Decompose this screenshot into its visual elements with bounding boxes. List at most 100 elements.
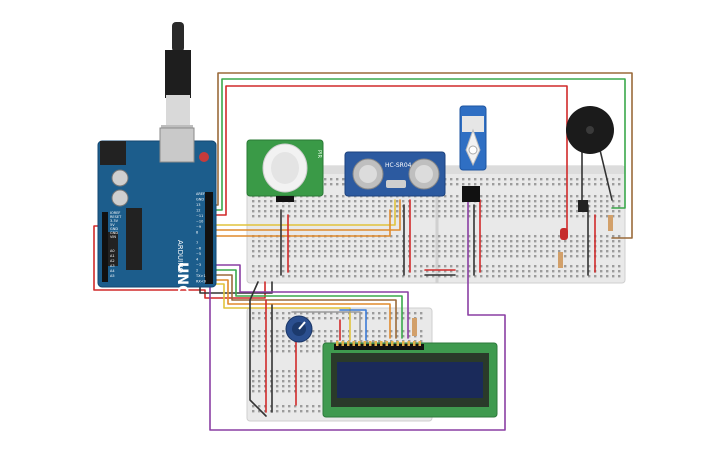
breadboard-hole [492, 183, 495, 186]
breadboard-hole [318, 345, 321, 348]
breadboard-hole [342, 215, 345, 218]
breadboard-hole [306, 405, 309, 408]
breadboard-hole [330, 312, 333, 315]
breadboard-hole [264, 270, 267, 273]
breadboard-hole [498, 245, 501, 248]
breadboard-hole [438, 275, 441, 278]
breadboard-hole [342, 245, 345, 248]
breadboard-hole [474, 178, 477, 181]
breadboard-hole [570, 235, 573, 238]
analog-header [102, 212, 108, 282]
breadboard-hole [438, 200, 441, 203]
breadboard-hole [336, 255, 339, 258]
breadboard-hole [600, 183, 603, 186]
breadboard-hole [396, 200, 399, 203]
breadboard-hole [300, 380, 303, 383]
breadboard-hole [276, 205, 279, 208]
breadboard-hole [282, 312, 285, 315]
breadboard-hole [366, 312, 369, 315]
breadboard-hole [270, 240, 273, 243]
breadboard-hole [396, 210, 399, 213]
breadboard-hole [564, 210, 567, 213]
breadboard-hole [600, 270, 603, 273]
breadboard-hole [486, 275, 489, 278]
breadboard-hole [510, 255, 513, 258]
breadboard-hole [498, 265, 501, 268]
breadboard-hole [396, 317, 399, 320]
breadboard-hole [336, 200, 339, 203]
breadboard-hole [252, 265, 255, 268]
breadboard-hole [498, 210, 501, 213]
breadboard-hole [606, 265, 609, 268]
breadboard-hole [606, 240, 609, 243]
breadboard-hole [564, 245, 567, 248]
breadboard-hole [288, 270, 291, 273]
breadboard-hole [480, 250, 483, 253]
breadboard-hole [354, 240, 357, 243]
breadboard-hole [288, 205, 291, 208]
breadboard-hole [420, 335, 423, 338]
breadboard-hole [372, 335, 375, 338]
breadboard-hole [270, 205, 273, 208]
breadboard-hole [588, 195, 591, 198]
breadboard-hole [564, 183, 567, 186]
breadboard-hole [408, 330, 411, 333]
breadboard-hole [582, 235, 585, 238]
breadboard-hole [516, 215, 519, 218]
breadboard-hole [282, 345, 285, 348]
breadboard-hole [276, 250, 279, 253]
breadboard-hole [390, 250, 393, 253]
breadboard-hole [522, 210, 525, 213]
breadboard-hole [378, 245, 381, 248]
breadboard-hole [390, 200, 393, 203]
breadboard-hole [330, 265, 333, 268]
breadboard-hole [288, 340, 291, 343]
pin-label: TX>1 [195, 274, 206, 278]
breadboard-hole [318, 255, 321, 258]
breadboard-hole [618, 245, 621, 248]
breadboard-hole [306, 375, 309, 378]
pin-label: A5 [110, 274, 115, 278]
breadboard-hole [336, 245, 339, 248]
breadboard-hole [414, 200, 417, 203]
breadboard-hole [348, 215, 351, 218]
wire-red-left [93, 225, 266, 299]
breadboard-hole [612, 275, 615, 278]
breadboard-hole [492, 200, 495, 203]
breadboard-hole [540, 178, 543, 181]
breadboard-hole [276, 240, 279, 243]
breadboard-hole [318, 330, 321, 333]
breadboard-hole [522, 178, 525, 181]
breadboard-hole [294, 240, 297, 243]
breadboard-hole [534, 235, 537, 238]
breadboard-hole [312, 375, 315, 378]
lcd-pin [413, 341, 416, 346]
breadboard-hole [354, 330, 357, 333]
breadboard-hole [612, 265, 615, 268]
breadboard-hole [252, 205, 255, 208]
breadboard-hole [588, 178, 591, 181]
breadboard-hole [264, 240, 267, 243]
breadboard-hole [318, 265, 321, 268]
breadboard-hole [606, 200, 609, 203]
breadboard-hole [444, 205, 447, 208]
breadboard-hole [402, 335, 405, 338]
breadboard-hole [360, 215, 363, 218]
breadboard-hole [444, 245, 447, 248]
breadboard-hole [258, 200, 261, 203]
breadboard-hole [420, 235, 423, 238]
breadboard-hole [540, 205, 543, 208]
breadboard-hole [312, 345, 315, 348]
breadboard-hole [252, 390, 255, 393]
breadboard-hole [426, 215, 429, 218]
breadboard-hole [288, 385, 291, 388]
breadboard-hole [420, 275, 423, 278]
breadboard-hole [558, 250, 561, 253]
breadboard-hole [360, 312, 363, 315]
breadboard-hole [594, 183, 597, 186]
lcd-display [322, 342, 498, 418]
breadboard-hole [444, 210, 447, 213]
breadboard-hole [282, 350, 285, 353]
breadboard-hole [528, 210, 531, 213]
